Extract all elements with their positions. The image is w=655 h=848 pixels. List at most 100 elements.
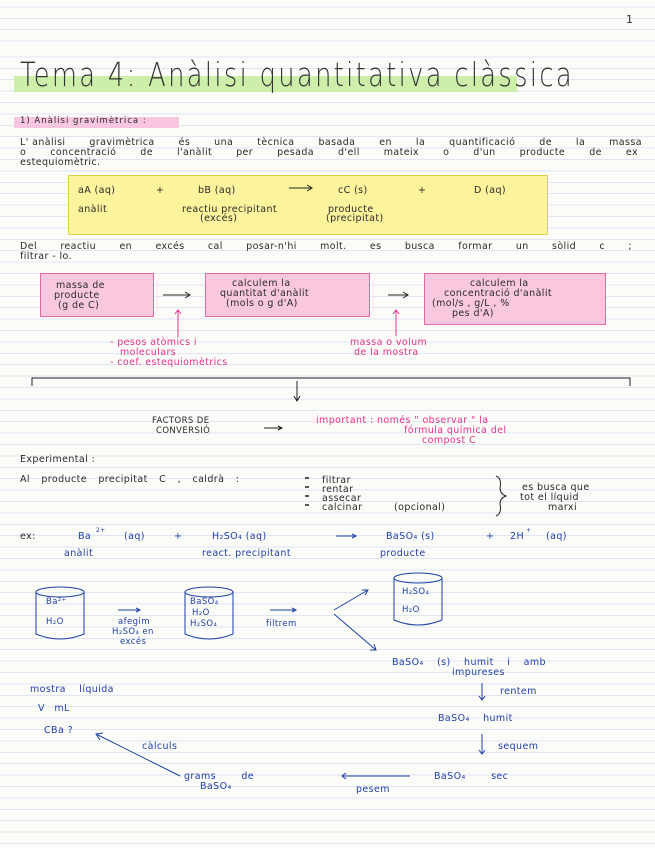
flow-box-3-line-4: pes d'A) — [452, 308, 494, 319]
mostra-volum: V mL — [38, 703, 70, 714]
label-precipitat: (precipitat) — [326, 213, 384, 224]
experimental-lead: Al producte precipitat C , caldrà : — [20, 474, 240, 485]
beaker-1-ba: Ba²⁺ — [46, 597, 67, 607]
beaker-3-h2o: H₂O — [402, 605, 420, 615]
example-2h: 2H — [510, 531, 524, 542]
important-line-2: fórmula química del — [404, 425, 507, 436]
mostra-liquida: mostra líquida — [30, 684, 114, 695]
example-ba: Ba — [78, 531, 92, 542]
example-react: react. precipitant — [202, 548, 291, 559]
goal-line-3: marxi — [548, 502, 577, 513]
note-mostra: de la mostra — [354, 347, 419, 358]
example-2h-state: (aq) — [546, 531, 567, 542]
section-highlight — [14, 117, 179, 128]
reactant-b: bB (aq) — [198, 185, 236, 196]
process-humit: BaSO₄ humit — [438, 713, 513, 724]
afegim-line-2: H₂SO₄ en — [112, 627, 154, 637]
factors-line-2: CONVERSIÓ — [156, 426, 211, 436]
product-d: D (aq) — [474, 185, 506, 196]
flow-box-2-line-1: calculem la — [232, 278, 291, 289]
afegim-line-3: excés — [120, 637, 147, 647]
important-line-1: important : només " observar " la — [316, 415, 489, 426]
process-baso4: BaSO₄ — [200, 781, 232, 792]
process-pesem: pesem — [356, 784, 390, 795]
process-rentem: rentem — [500, 686, 537, 697]
page-number: 1 — [626, 13, 634, 26]
example-2h-charge: + — [526, 527, 532, 534]
flow-box-mass — [40, 273, 154, 317]
beaker-3-h2so4: H₂SO₄ — [402, 587, 430, 597]
reaction-arrow — [289, 184, 313, 192]
goal-line-2: tot el líquid — [520, 492, 579, 503]
flow-arrow-1 — [163, 291, 191, 299]
beaker-2-h2so4: H₂SO₄ — [190, 619, 218, 629]
factors-arrow — [264, 425, 284, 431]
process-sequem: sequem — [498, 741, 539, 752]
step-assecar: assecar — [322, 493, 362, 504]
beaker-2-h2o: H₂O — [192, 608, 210, 618]
step-filtrar: filtrar — [322, 475, 351, 486]
example-h2so4: H₂SO₄ (aq) — [212, 531, 267, 542]
flow-arrow-2 — [388, 291, 409, 299]
example-arrow — [336, 533, 358, 539]
note-pesos: - pesos atòmics i — [110, 337, 197, 348]
process-calculs: càlculs — [142, 741, 178, 752]
afegim-line-1: afegim — [118, 617, 150, 627]
beaker-1-h2o: H₂O — [46, 617, 64, 627]
label-exces: (excés) — [200, 213, 238, 224]
label-reactiu: reactiu precipitant — [182, 204, 277, 215]
process-wet: BaSO₄ (s) humit i amb — [392, 657, 546, 668]
intro-line-3: estequiomètric. — [20, 157, 101, 168]
flow-box-1-line-3: (g de C) — [58, 300, 100, 311]
summary-bracket — [31, 377, 631, 386]
general-reaction-box — [68, 175, 548, 235]
experimental-heading: Experimental : — [20, 454, 96, 465]
step-rentar: rentar — [322, 484, 354, 495]
reactant-a: aA (aq) — [78, 185, 116, 196]
note-coef: - coef. estequiomètrics — [110, 357, 228, 368]
step-calcinar: calcinar — [322, 502, 363, 513]
example-producte: producte — [380, 548, 426, 559]
flow-box-3-line-3: (mol/s , g/L , % — [432, 298, 510, 309]
flow-box-quantity — [205, 273, 370, 317]
title-highlight — [14, 76, 517, 92]
factors-line-1: FACTORS DE — [152, 416, 210, 426]
excess-line-2: filtrar - lo. — [20, 251, 72, 262]
example-ba-charge: 2+ — [96, 527, 106, 534]
example-ba-state: (aq) — [124, 531, 145, 542]
page-title: Tema 4: Anàlisi quantitativa clàssica — [20, 55, 575, 94]
label-analit: anàlit — [78, 204, 108, 215]
example-baso4: BaSO₄ (s) — [386, 531, 435, 542]
goal-line-1: es busca que — [522, 482, 590, 493]
label-producte: producte — [328, 204, 374, 215]
process-grams: grams de — [184, 771, 255, 782]
example-analit: anàlit — [64, 548, 94, 559]
step-optional: (opcional) — [394, 502, 446, 513]
flow-box-concentration — [424, 273, 606, 325]
filtrem-label: filtrem — [266, 619, 297, 629]
section-heading: 1) Anàlisi gravimètrica : — [20, 116, 147, 126]
example-label: ex: — [20, 531, 36, 542]
flow-box-3-line-2: concentració d'anàlit — [444, 288, 553, 299]
flow-box-3-line-1: calculem la — [470, 278, 529, 289]
note-massa-volum: massa o volum — [350, 337, 428, 348]
process-sec: BaSO₄ sec — [434, 771, 509, 782]
important-line-3: compost C — [422, 435, 477, 446]
plus-sign: + — [156, 185, 165, 196]
plus-sign-2: + — [418, 185, 427, 196]
example-plus: + — [174, 531, 183, 542]
process-impureses: impureses — [452, 667, 505, 678]
step-bullets — [305, 477, 309, 506]
note-moleculars: moleculars — [120, 347, 177, 358]
curly-brace — [495, 475, 508, 517]
flow-box-1-line-2: producte — [54, 290, 100, 301]
mostra-concentracio: CBa ? — [44, 725, 74, 736]
example-plus-2: + — [486, 531, 495, 542]
beaker-2-baso4: BaSO₄ — [190, 597, 219, 607]
flow-box-2-line-3: (mols o g d'A) — [226, 298, 298, 309]
